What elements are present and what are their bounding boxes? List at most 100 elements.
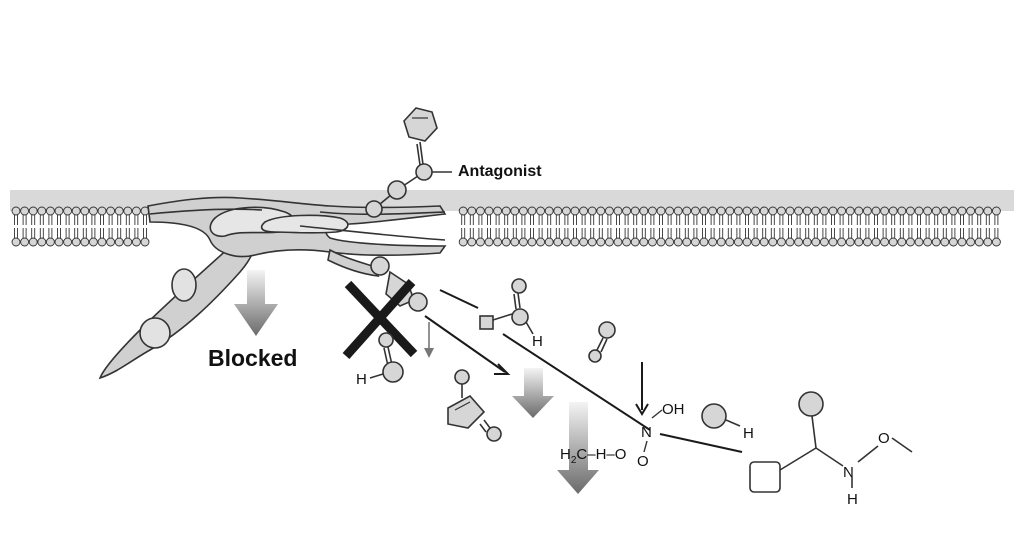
- lipid-head: [828, 237, 838, 247]
- lipid-molecule: [665, 228, 675, 247]
- lipid-head: [802, 206, 812, 216]
- receptor-tail-blob-2: [139, 317, 171, 349]
- lipid-molecule: [802, 228, 812, 247]
- lipid-head: [639, 237, 649, 247]
- lipid-head: [905, 206, 915, 216]
- product-molecule: [749, 391, 913, 493]
- signal-line-3: [659, 433, 743, 453]
- lipid-head: [11, 206, 21, 216]
- lipid-head: [45, 206, 55, 216]
- lipid-molecule: [604, 206, 614, 225]
- lipid-molecule: [20, 206, 30, 225]
- lipid-head: [71, 237, 81, 247]
- lipid-head: [20, 206, 30, 216]
- lipid-molecule: [458, 206, 468, 225]
- lipid-head: [11, 237, 21, 247]
- lipid-molecule: [493, 206, 503, 225]
- lipid-molecule: [768, 228, 778, 247]
- lipid-molecule: [948, 228, 958, 247]
- molecule-atom-small: [378, 332, 394, 348]
- antagonist-ring: [403, 107, 438, 142]
- lipid-molecule: [54, 206, 64, 225]
- lipid-head: [88, 237, 98, 247]
- lipid-molecule: [510, 228, 520, 247]
- lipid-head: [819, 206, 829, 216]
- lipid-molecule: [897, 206, 907, 225]
- lipid-head: [931, 206, 941, 216]
- lipid-head: [630, 237, 640, 247]
- lipid-molecule: [570, 206, 580, 225]
- lipid-molecule: [862, 228, 872, 247]
- lipid-head: [527, 237, 537, 247]
- lipid-molecule: [63, 206, 73, 225]
- lipid-molecule: [862, 206, 872, 225]
- signal-pathway-lines: [424, 289, 743, 453]
- lipid-head: [493, 206, 503, 216]
- square-molecule: [479, 278, 534, 335]
- lipid-molecule: [742, 228, 752, 247]
- lipid-head: [923, 206, 933, 216]
- lipid-head: [63, 206, 73, 216]
- lipid-molecule: [871, 228, 881, 247]
- h-label-3: H: [743, 425, 754, 442]
- lipid-head: [97, 237, 107, 247]
- lipid-molecule: [45, 228, 55, 247]
- lipid-head: [553, 237, 563, 247]
- lipid-head: [966, 237, 976, 247]
- product-bond-4: [857, 445, 879, 463]
- diatomic-molecule: [588, 321, 616, 363]
- lipid-molecule: [837, 206, 847, 225]
- lipid-molecule: [828, 206, 838, 225]
- lipid-head: [613, 237, 623, 247]
- lipid-molecule: [837, 228, 847, 247]
- lipid-molecule: [656, 228, 666, 247]
- lipid-molecule: [501, 206, 511, 225]
- lipid-head: [880, 206, 890, 216]
- lipid-molecule: [948, 206, 958, 225]
- lipid-head: [123, 206, 133, 216]
- lipid-head: [493, 237, 503, 247]
- lipid-molecule: [114, 228, 124, 247]
- lipid-head: [54, 206, 64, 216]
- lipid-head: [579, 206, 589, 216]
- lipid-molecule: [140, 228, 150, 247]
- lipid-head: [742, 237, 752, 247]
- lipid-molecule: [794, 228, 804, 247]
- lipid-molecule: [544, 228, 554, 247]
- lipid-molecule: [123, 228, 133, 247]
- lipid-head: [484, 237, 494, 247]
- lipid-head: [871, 206, 881, 216]
- lipid-molecule: [579, 228, 589, 247]
- lipid-molecule: [905, 206, 915, 225]
- upper-bond-1: [517, 292, 521, 309]
- lipid-head: [708, 206, 718, 216]
- lipid-molecule: [647, 206, 657, 225]
- lipid-head: [699, 237, 709, 247]
- lipid-molecule: [785, 206, 795, 225]
- ring-side-bond-2: [479, 423, 487, 433]
- lipid-head: [742, 206, 752, 216]
- lipid-molecule: [11, 206, 21, 225]
- lipid-molecule: [768, 206, 778, 225]
- lipid-molecule: [905, 228, 915, 247]
- lipid-molecule: [604, 228, 614, 247]
- center-atom: [511, 308, 529, 326]
- lipid-molecule: [561, 228, 571, 247]
- lipid-molecule: [518, 228, 528, 247]
- lipid-head: [604, 206, 614, 216]
- receptor-strand-1: [149, 208, 263, 215]
- lipid-molecule: [88, 228, 98, 247]
- lipid-head: [501, 206, 511, 216]
- lipid-head: [716, 206, 726, 216]
- lipid-molecule: [966, 228, 976, 247]
- lipid-molecule: [596, 206, 606, 225]
- lipid-head: [622, 237, 632, 247]
- lipid-head: [845, 237, 855, 247]
- lipid-molecule: [37, 228, 47, 247]
- lipid-head: [475, 206, 485, 216]
- lipid-molecule: [553, 228, 563, 247]
- lipid-head: [923, 237, 933, 247]
- lipid-head: [656, 237, 666, 247]
- lipid-head: [20, 237, 30, 247]
- lipid-head: [974, 237, 984, 247]
